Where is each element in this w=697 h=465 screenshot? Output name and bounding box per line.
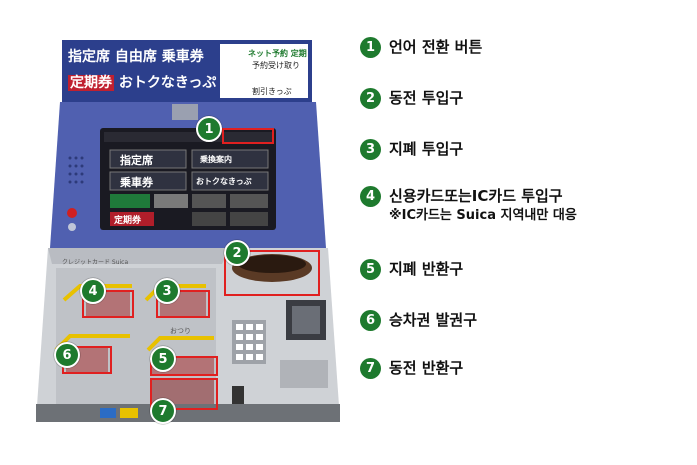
- legend-item-3: 3 지폐 투입구: [360, 139, 463, 160]
- screen-btn-small2: [230, 194, 268, 208]
- highlight-bill-return: [150, 356, 218, 376]
- highlight-coin-return: [150, 378, 218, 410]
- legend-badge-2: 2: [360, 88, 381, 109]
- screen-label-jousha[interactable]: 乗車券: [120, 176, 153, 189]
- sign-jiyu: 自由席: [114, 49, 157, 65]
- legend-badge-1: 1: [360, 37, 381, 58]
- legend-item-6: 6 승차권 발권구: [360, 310, 477, 331]
- badge-6-marker: 6: [54, 342, 80, 368]
- highlight-coin-slot: [224, 250, 320, 296]
- machine-drawing: [36, 40, 340, 422]
- legend-text-1: 언어 전환 버튼: [389, 38, 483, 56]
- sign-side-bottom: 割引きっぷ: [252, 87, 292, 96]
- highlight-ic-slot: [82, 290, 134, 318]
- screen-btn-teiki: [110, 212, 154, 226]
- screen-btn-small3: [192, 212, 226, 226]
- badge-7-marker: 7: [150, 398, 176, 424]
- legend-item-1: 1 언어 전환 버튼: [360, 37, 482, 58]
- highlight-language-buttons: [222, 128, 274, 144]
- badge-5-marker: 5: [150, 346, 176, 372]
- screen-btn-small1: [192, 194, 226, 208]
- call-button: [67, 208, 77, 218]
- sign-teiki: 定期券: [68, 75, 114, 91]
- badge-4-marker: 4: [80, 278, 106, 304]
- legend-text-4: 신용카드또는IC카드 투입구: [389, 187, 563, 205]
- right-panel: [280, 360, 328, 388]
- floor-yellow: [120, 408, 138, 418]
- legend-badge-5: 5: [360, 259, 381, 280]
- floor-blue: [100, 408, 116, 418]
- screen-btn-norikae: [191, 149, 269, 169]
- camera-housing: [172, 104, 198, 120]
- legend-text-7: 동전 반환구: [389, 359, 464, 377]
- ic-slot-label: クレジットカード Suica: [62, 259, 129, 266]
- legend-badge-6: 6: [360, 310, 381, 331]
- sign-side-sub: 予約受け取り: [252, 61, 300, 70]
- screen-label-teiki[interactable]: 定期券: [114, 216, 142, 226]
- screen-btn-jousha: [109, 171, 187, 191]
- screen-btn-green: [110, 194, 150, 208]
- counter-ledge: [48, 248, 230, 264]
- sign-shitei: 指定席: [68, 49, 110, 65]
- small-port: [232, 386, 244, 404]
- legend-note-4: ※IC카드는 Suica 지역내만 대응: [389, 208, 577, 223]
- sign-line2: 定期券 おトクなきっぷ: [68, 72, 216, 92]
- screen-btn-gray: [154, 194, 188, 208]
- sign-line1: 指定席 自由席 乗車券: [68, 46, 204, 66]
- screen-btn-shitei: [109, 149, 187, 169]
- screen-btn-otoku: [191, 171, 269, 191]
- legend-badge-7: 7: [360, 358, 381, 379]
- legend-item-2: 2 동전 투입구: [360, 88, 463, 109]
- legend-item-7: 7 동전 반환구: [360, 358, 463, 379]
- screen-label-shitei[interactable]: 指定席: [120, 154, 153, 167]
- legend-item-5: 5 지폐 반환구: [360, 259, 463, 280]
- legend-badge-3: 3: [360, 139, 381, 160]
- legend-text-3: 지폐 투입구: [389, 140, 464, 158]
- screen-label-otoku[interactable]: おトクなきっぷ: [196, 177, 252, 186]
- badge-2-marker: 2: [224, 240, 250, 266]
- highlight-bill-slot: [156, 290, 210, 318]
- legend-text-2: 동전 투입구: [389, 89, 464, 107]
- sign-side-panel: [220, 44, 308, 98]
- screen-label-norikae[interactable]: 乗換案内: [200, 155, 232, 164]
- speaker-grille: [68, 156, 84, 184]
- sign-jousha: 乗車券: [161, 49, 204, 65]
- keypad-keys: [236, 324, 263, 360]
- coin-return-label: おつり: [170, 327, 191, 335]
- small-indicator: [68, 223, 76, 231]
- legend-text-5: 지폐 반환구: [389, 260, 464, 278]
- legend-item-4: 4 신용카드또는IC카드 투입구 ※IC카드는 Suica 지역내만 대응: [360, 186, 577, 225]
- sign-side-top: ネット予約 定期: [248, 49, 307, 58]
- yellow-guide-return: [146, 336, 214, 352]
- legend-text-6: 승차권 발권구: [389, 311, 478, 329]
- ticket-machine-illustration: 指定席 自由席 乗車券 定期券 おトクなきっぷ ネット予約 定期 予約受け取り …: [0, 0, 350, 461]
- screen-btn-small4: [230, 212, 268, 226]
- screen-header: [104, 132, 272, 142]
- badge-3-marker: 3: [154, 278, 180, 304]
- badge-1-marker: 1: [196, 116, 222, 142]
- sign-otoku: おトクなきっぷ: [118, 75, 217, 91]
- legend-badge-4: 4: [360, 186, 381, 207]
